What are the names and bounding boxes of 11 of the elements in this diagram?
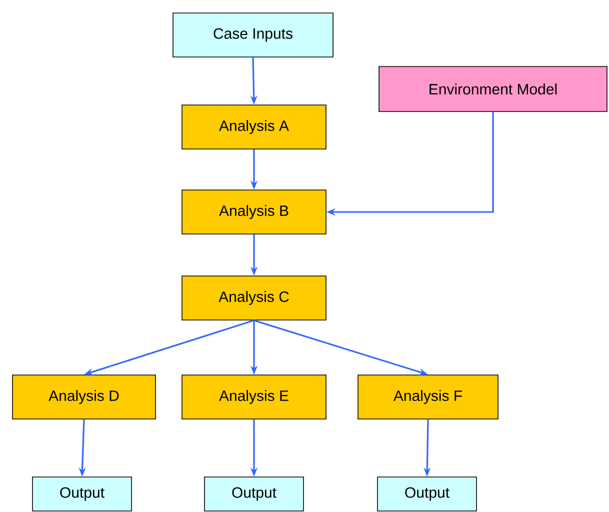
process-box: Analysis B — [182, 190, 326, 234]
process-box: Analysis C — [182, 276, 326, 320]
process-box: Analysis E — [182, 374, 326, 420]
output-box: Output — [204, 476, 304, 512]
process-box: Analysis D — [12, 374, 156, 420]
output-box: Output — [377, 476, 477, 512]
output-box: Output — [32, 476, 132, 512]
process-box: Analysis A — [182, 104, 326, 150]
model-box: Environment Model — [378, 66, 608, 112]
process-box: Analysis F — [358, 374, 498, 420]
input-box: Case Inputs — [172, 12, 334, 58]
